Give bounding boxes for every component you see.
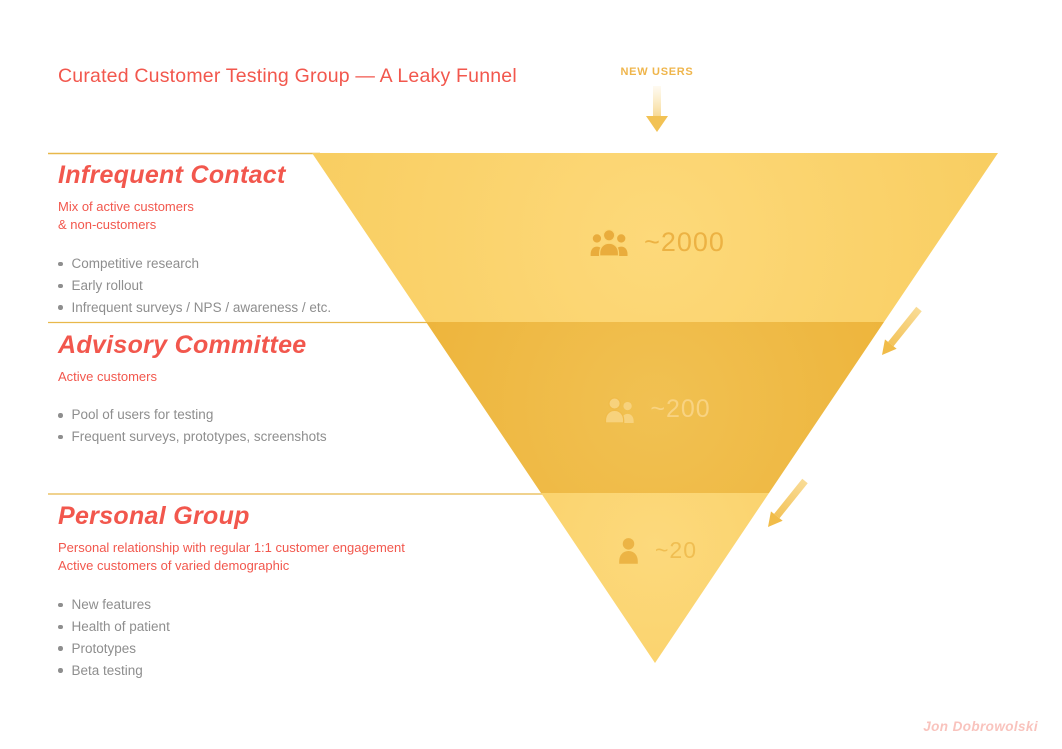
list-item: Health of patient (58, 618, 528, 636)
funnel-tier-2-shape (426, 322, 884, 493)
tier-title: Infrequent Contact (58, 161, 286, 189)
tier-3-count: ~20 (654, 537, 698, 563)
leak-arrow-icon-2 (768, 478, 808, 527)
new-users-label: NEW USERS (620, 66, 694, 78)
bullet-dot-icon (58, 413, 63, 418)
tier-section-advisory-committee: Advisory Committee Active customers Pool… (58, 331, 528, 450)
page-title: Curated Customer Testing Group — A Leaky… (58, 65, 517, 87)
bullet-dot-icon (58, 283, 63, 289)
funnel-tier-1-shape (312, 153, 998, 322)
bullet-dot-icon (58, 602, 63, 608)
list-item: Infrequent surveys / NPS / awareness / e… (58, 299, 528, 317)
users-3-icon (589, 229, 629, 256)
leak-arrow-icon-1 (882, 306, 922, 355)
tier-subtitle: Mix of active customers & non-customers (58, 198, 194, 233)
user-icon (617, 537, 640, 564)
tier-bullet-list: Pool of users for testing Frequent surve… (58, 406, 528, 446)
tier-1-count-row: ~2000 (589, 227, 725, 258)
funnel-tier-3-shape (541, 493, 769, 663)
list-item: Early rollout (58, 277, 528, 295)
list-item: Pool of users for testing (58, 406, 528, 424)
users-2-icon (603, 396, 635, 423)
tier-title: Advisory Committee (58, 331, 307, 359)
author-signature: Jon Dobrowolski (923, 719, 1038, 734)
bullet-dot-icon (58, 668, 63, 673)
list-item: Competitive research (58, 255, 528, 273)
bullet-dot-icon (58, 646, 63, 651)
tier-2-count: ~200 (650, 395, 711, 423)
tier-3-count-row: ~20 (617, 537, 697, 564)
bullet-dot-icon (58, 305, 63, 310)
tier-section-infrequent-contact: Infrequent Contact Mix of active custome… (58, 161, 528, 321)
list-item: New features (58, 596, 528, 614)
bullet-dot-icon (58, 434, 63, 440)
bullet-dot-icon (58, 624, 63, 630)
tier-bullet-list: Competitive research Early rollout Infre… (58, 255, 528, 316)
new-users-arrow-icon (646, 86, 668, 132)
tier-boundary-lines (48, 152, 546, 495)
tier-title: Personal Group (58, 502, 250, 530)
bullet-dot-icon (58, 261, 63, 267)
tier-subtitle: Personal relationship with regular 1:1 c… (58, 539, 405, 574)
list-item: Prototypes (58, 640, 528, 658)
tier-1-count: ~2000 (644, 227, 725, 257)
list-item: Frequent surveys, prototypes, screenshot… (58, 428, 528, 446)
list-item: Beta testing (58, 662, 528, 680)
tier-bullet-list: New features Health of patient Prototype… (58, 596, 528, 679)
tier-section-personal-group: Personal Group Personal relationship wit… (58, 502, 528, 683)
tier-2-count-row: ~200 (603, 395, 710, 424)
tier-subtitle: Active customers (58, 368, 157, 384)
